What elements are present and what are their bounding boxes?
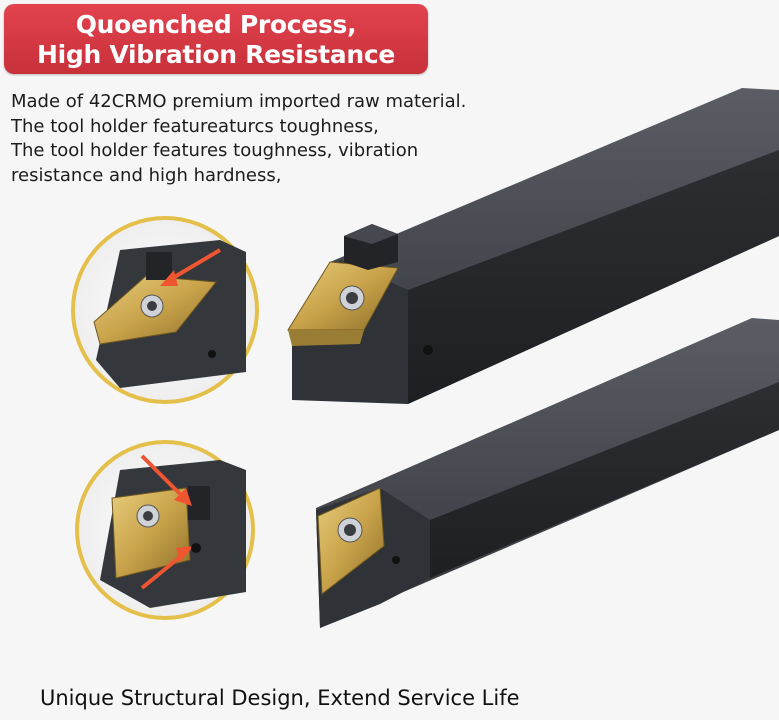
description-line: The tool holder featureaturcs toughness, bbox=[11, 115, 379, 137]
description-line: The tool holder features toughness, vibr… bbox=[11, 140, 419, 161]
banner-line-1: Quoenched Process, bbox=[75, 10, 357, 39]
detail-circle-bottom bbox=[75, 440, 255, 620]
detail-circle-top bbox=[71, 216, 259, 404]
tool-holder-upper bbox=[287, 88, 779, 404]
description-line: Made of 42CRMO premium imported raw mate… bbox=[11, 91, 467, 112]
tool-holder-lower bbox=[316, 318, 779, 628]
title-banner: Quoenched Process, High Vibration Resist… bbox=[4, 4, 428, 74]
description-text: Made of 42CRMO premium imported raw mate… bbox=[11, 90, 511, 188]
description-line: resistance and high hardness, bbox=[11, 164, 282, 186]
footer-caption: Unique Structural Design, Extend Service… bbox=[40, 686, 520, 710]
banner-line-2: High Vibration Resistance bbox=[36, 40, 396, 69]
